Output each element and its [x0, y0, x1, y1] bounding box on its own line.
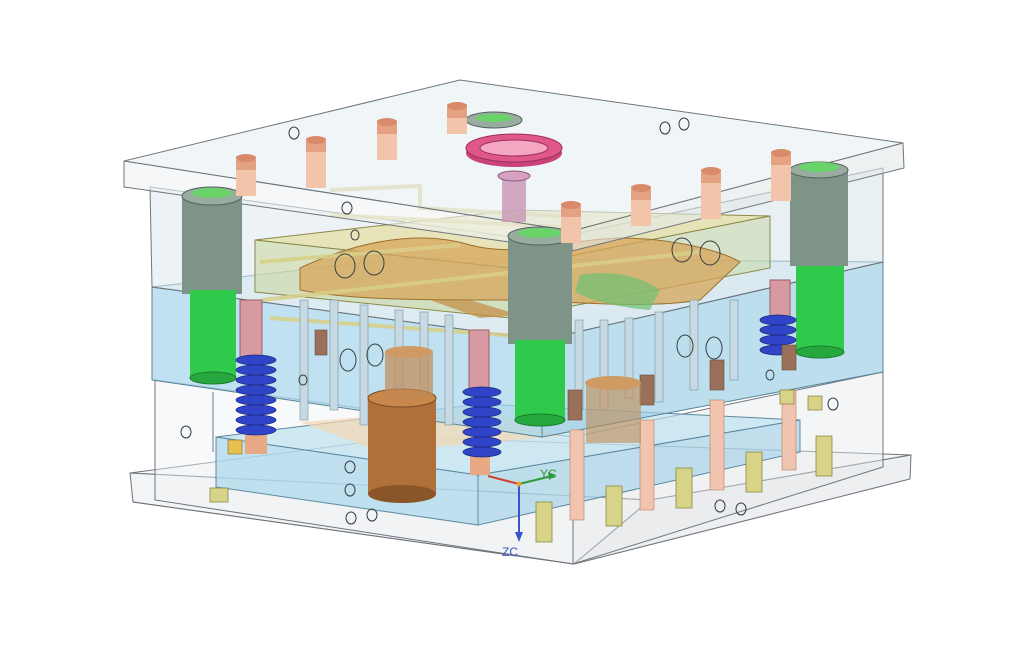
spring-front-left — [235, 354, 277, 436]
guide-bush-front-left — [181, 186, 243, 294]
locating-ring[interactable] — [465, 133, 563, 222]
bolt-1 — [236, 154, 256, 196]
bolt-3 — [377, 118, 397, 160]
bolt-heads — [236, 102, 791, 243]
spring-front-middle — [462, 386, 502, 458]
bolt-5 — [561, 201, 581, 243]
bolt-8 — [771, 149, 791, 201]
zc-axis-label: ZC — [502, 545, 518, 559]
guide-bush-back-left — [465, 111, 523, 129]
guide-pillar-front-right — [514, 340, 566, 427]
return-pins[interactable] — [239, 279, 791, 475]
guide-pillars[interactable] — [189, 266, 845, 427]
guide-bush-front-right — [507, 226, 573, 344]
spring-back-right — [759, 314, 797, 356]
bolt-4 — [447, 102, 467, 134]
bolt-6 — [631, 184, 651, 226]
yc-axis-label: YC — [540, 467, 557, 481]
support-pillar-rear — [385, 346, 433, 398]
support-pillars[interactable] — [367, 346, 641, 503]
bolt-7 — [701, 167, 721, 219]
support-pillar-right — [585, 376, 641, 443]
guide-pillar-front-left — [189, 290, 237, 385]
guide-bush-back-right — [789, 161, 849, 266]
coordinate-triad: ZC YC — [487, 467, 557, 559]
plate-holes — [180, 117, 839, 525]
stop-buttons — [209, 389, 833, 543]
guide-pillar-back-right — [795, 266, 845, 359]
bolt-2 — [306, 136, 326, 188]
support-pillar-front — [367, 388, 437, 503]
springs[interactable] — [235, 314, 797, 458]
guide-bushes[interactable] — [181, 111, 849, 344]
